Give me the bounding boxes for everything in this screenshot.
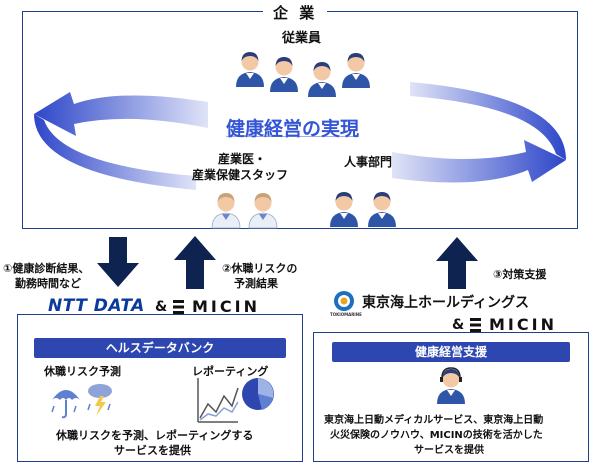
umbrella-rain-icon: [51, 384, 112, 419]
health-management-support-bar: 健康経営支援: [332, 342, 570, 362]
tokio-marine-logo: 東京海上ホールディングス: [362, 295, 530, 311]
tokio-marine-logo-icon: [334, 291, 354, 311]
left-micin-logo: MICIN: [192, 297, 260, 316]
left-panel-frame: [17, 314, 303, 462]
enterprise-title: 企 業: [263, 2, 328, 23]
employees-label: 従業員: [282, 31, 322, 46]
left-desc-line1: 休職リスクを予測、レポーティングする: [56, 429, 254, 442]
report-chart-icon: [197, 378, 274, 423]
right-desc-line3: サービスを提供: [414, 445, 484, 456]
flow-step1-line1: ①健康診断結果、: [3, 262, 90, 275]
left-desc-line2: サービスを提供: [114, 444, 191, 457]
feature-report-label: レポーティング: [192, 365, 269, 378]
occupational-label-2: 産業保健スタッフ: [192, 168, 289, 182]
tokio-marine-small-text: TOKIOMARINE: [330, 312, 362, 317]
micin-mark-icon: [173, 300, 184, 314]
right-amp: &: [452, 317, 465, 333]
flow-step2-line2: 予測結果: [234, 277, 278, 290]
flow-step3: ③対策支援: [493, 268, 547, 281]
center-label: 健康経営の実現: [226, 118, 360, 140]
right-panel-frame: [313, 332, 589, 462]
occupational-label-1: 産業医・: [218, 152, 267, 166]
flow-step1-line2: 勤務時間など: [15, 277, 81, 290]
right-desc-line1: 東京海上日動メディカルサービス、東京海上日動: [324, 415, 544, 426]
micin-mark-icon-right: [470, 318, 481, 332]
hr-label: 人事部門: [344, 155, 393, 169]
right-desc-line2: 火災保険のノウハウ、MICINの技術を活かした: [330, 430, 543, 441]
left-amp: &: [155, 299, 168, 315]
flow-step2-line1: ②休職リスクの: [222, 262, 298, 275]
ntt-data-logo: NTT DATA: [48, 296, 145, 316]
feature-risk-label: 休職リスク予測: [44, 365, 121, 378]
right-micin-logo: MICIN: [489, 315, 557, 334]
health-data-bank-bar: ヘルスデータバンク: [34, 338, 286, 358]
